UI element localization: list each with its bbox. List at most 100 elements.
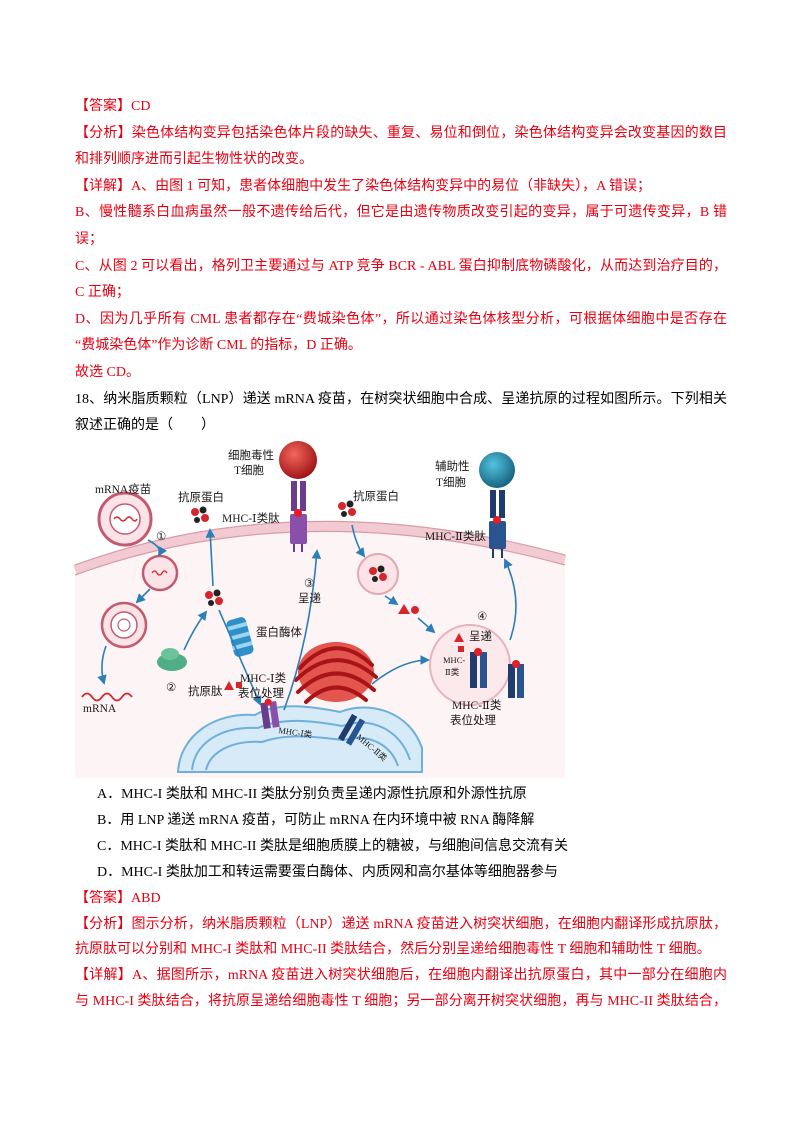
- detail-line: C 正确；: [75, 285, 130, 301]
- arrow-to-compartment: [417, 617, 436, 634]
- antigen-domain: [191, 508, 199, 516]
- antigen-peptide-fragment: [236, 682, 242, 688]
- cytotoxic-t-cell-icon: [279, 441, 317, 479]
- arrow-step3-present: [283, 549, 322, 711]
- tcr-chain: [490, 490, 496, 518]
- question-stem-line: 叙述正确的是（ ）: [75, 418, 215, 434]
- antigen-protein-icon: [338, 500, 356, 517]
- proteasome-ring: [226, 621, 248, 631]
- option-d: D．MHC-I 类肽加工和转运需要蛋白酶体、内质网和高尔基体等细胞器参与: [97, 864, 558, 880]
- label-mrna: mRNA: [83, 703, 117, 715]
- tcr-chain: [499, 490, 505, 518]
- antigen-domain: [372, 576, 378, 582]
- golgi-cisterna: [298, 646, 374, 670]
- analysis-line: 【分析】图示分析，纳米脂质颗粒（LNP）递送 mRNA 疫苗进入树突状细胞，在细…: [75, 916, 727, 932]
- antigen-protein-icon: [191, 506, 209, 523]
- er-mhc1-molecule: [260, 698, 280, 729]
- arrow-mrna-release: [97, 645, 107, 685]
- option-b: B．用 LNP 递送 mRNA 疫苗，可防止 mRNA 在内环境中被 RNA 酶…: [97, 812, 535, 828]
- detail-line: D、因为几乎所有 CML 患者都存在“费城染色体”，所以通过染色体核型分析，可根…: [75, 311, 727, 327]
- question-stem-line: 18、纳米脂质颗粒（LNP）递送 mRNA 疫苗，在树突状细胞中合成、呈递抗原的…: [75, 391, 727, 407]
- label-present: 呈递: [298, 591, 321, 605]
- option-a: A．MHC-I 类肽和 MHC-II 类肽分别负责呈递内源性抗原和外源性抗原: [97, 787, 527, 802]
- antigen-protein-icon: [205, 589, 223, 606]
- label-er-mhc1: MHC-Ⅰ类: [278, 725, 314, 740]
- arrow-translation: [183, 610, 208, 651]
- previous-answer-section: 【答案】CD 【分析】染色体结构变异包括染色体片段的缺失、重复、易位和倒位，染色…: [75, 94, 727, 387]
- endosome-inner: [110, 611, 138, 639]
- endocytic-vesicle: [141, 554, 179, 592]
- antigen-domain: [369, 567, 377, 575]
- mhc2-chain: [338, 713, 358, 742]
- helper-t-cell-icon: [479, 452, 515, 488]
- label-cytotoxic-t-cell: 细胞毒性: [228, 448, 274, 462]
- detail-line: 误；: [75, 231, 103, 247]
- arrow-antigen-uptake: [351, 524, 366, 558]
- detail-line: B、慢性髓系白血病虽然一般不遗传给后代，但它是由遗传物质改变引起的变异，属于可遗…: [75, 205, 727, 221]
- golgi-cisterna: [294, 658, 378, 682]
- proteasome-icon: [226, 617, 254, 657]
- antigen-domain: [199, 506, 207, 514]
- antigen-domain: [338, 502, 346, 510]
- conclusion-line: 故选 CD。: [75, 364, 140, 380]
- label-step2: ②: [166, 682, 176, 694]
- analysis-line: 和排列顺序进而引起生物性状的改变。: [75, 152, 313, 168]
- antigen-vesicle: [357, 553, 399, 595]
- answer-section: 【答案】ABD 【分析】图示分析，纳米脂质颗粒（LNP）递送 mRNA 疫苗进入…: [75, 886, 727, 1016]
- antigen-domain: [379, 573, 387, 581]
- label-proteasome: 蛋白酶体: [256, 625, 302, 639]
- label-mhc1-peptide: MHC-Ⅰ类肽: [222, 511, 280, 525]
- detail-line: 与 MHC-I 类肽结合，将抗原呈递给细胞毒性 T 细胞；另一部分离开树突状细胞…: [75, 994, 727, 1010]
- label-step3: ③: [304, 578, 314, 590]
- proteasome-ring: [232, 641, 253, 651]
- antigen-domain: [194, 517, 200, 523]
- vaccine-mrna: [113, 516, 138, 522]
- er-membrane-fold: [191, 719, 411, 771]
- detail-line: 【详解】A、据图所示，mRNA 疫苗进入树突状细胞后，在细胞内翻译出抗原蛋白，其…: [75, 968, 727, 984]
- mrna-strand: [81, 692, 133, 702]
- arrow-proteasome-processing: [218, 609, 262, 706]
- antigen-protein-icon: [369, 565, 387, 582]
- mhc2-molecule: [508, 664, 515, 698]
- golgi-cisterna: [296, 671, 376, 694]
- mhc2-molecule: [480, 652, 487, 688]
- arrow-golgi-to-compartment: [371, 655, 430, 685]
- mhc2-molecule: [517, 664, 524, 698]
- er-mhc2-molecule: [338, 713, 366, 746]
- antigen-fragment: [411, 606, 419, 614]
- antigen-domain: [201, 514, 209, 522]
- tcr-chain: [300, 481, 306, 511]
- label-mhc2-peptide: MHC-Ⅱ类肽: [425, 529, 486, 543]
- antigen-domain: [341, 511, 347, 517]
- antigen-peptide-dot: [493, 516, 501, 524]
- mhc1-chain: [260, 702, 271, 729]
- antigen-peptide-dot: [474, 648, 482, 656]
- analysis-line: 抗原肽可以分别和 MHC-I 类肽和 MHC-II 类肽结合，然后分别呈递给细胞…: [75, 942, 711, 958]
- antigen-fragment: [458, 646, 464, 652]
- question-options: A．MHC-I 类肽和 MHC-II 类肽分别负责呈递内源性抗原和外源性抗原 B…: [75, 782, 727, 886]
- antigen-domain: [348, 508, 356, 516]
- label-helper-t-cell: 辅助性: [435, 459, 470, 473]
- lnp-core: [109, 503, 141, 535]
- antigen-peptide-fragment: [224, 681, 234, 690]
- label-compartment-mhc2: MHC-: [443, 655, 465, 665]
- label-cytotoxic-t-cell: T细胞: [234, 463, 265, 477]
- mhc2-molecule-surface: [489, 521, 506, 549]
- detail-line: 【详解】A、由图 1 可知，患者体细胞中发生了染色体结构变异中的易位（非缺失），…: [75, 178, 651, 194]
- answer-line: 【答案】ABD: [75, 890, 161, 906]
- antigen-peptide-dot: [264, 698, 272, 706]
- label-mrna-vaccine: mRNA疫苗: [95, 482, 151, 496]
- antigen-fragment: [398, 604, 410, 614]
- detail-line: “费城染色体”作为诊断 CML 的指标，D 正确。: [75, 338, 362, 354]
- antigen-peptide-dot: [512, 660, 520, 668]
- antigen-domain: [208, 600, 214, 606]
- label-mhc2-processing: 表位处理: [450, 713, 496, 727]
- label-present: 呈递: [469, 629, 492, 643]
- lower-text-block: A．MHC-I 类肽和 MHC-II 类肽分别负责呈递内源性抗原和外源性抗原 B…: [75, 782, 727, 1015]
- option-c: C．MHC-I 类肽和 MHC-II 类肽是细胞质膜上的糖被，与细胞间信息交流有…: [97, 838, 568, 854]
- vesicle-mrna: [151, 570, 168, 576]
- antigen-domain: [205, 591, 213, 599]
- tcr-chain: [291, 481, 297, 511]
- question-stem: 18、纳米脂质颗粒（LNP）递送 mRNA 疫苗，在树突状细胞中合成、呈递抗原的…: [75, 387, 727, 440]
